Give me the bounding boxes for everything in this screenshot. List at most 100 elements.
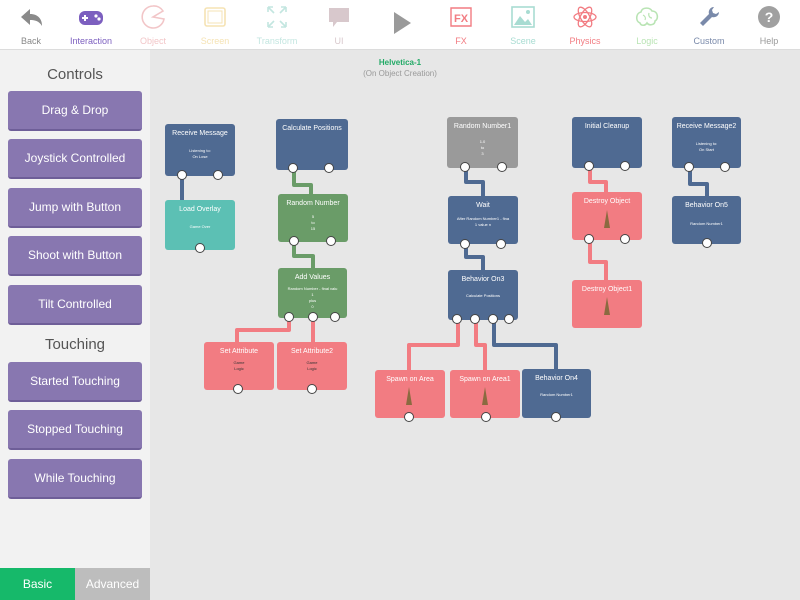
behavior-on4-block[interactable]: Behavior On4 Random Number1	[522, 369, 591, 422]
basic-tab[interactable]: Basic	[0, 568, 75, 600]
receive-message2-block[interactable]: Receive Message2 Listening to: On Start	[672, 117, 741, 172]
output-port[interactable]	[504, 314, 514, 324]
output-port[interactable]	[620, 234, 630, 244]
jump-with-button-button[interactable]: Jump with Button	[8, 188, 142, 228]
output-port[interactable]	[195, 243, 205, 253]
toolbar-label: Scene	[510, 36, 536, 46]
advanced-tab[interactable]: Advanced	[75, 568, 150, 600]
toolbar-screen-button[interactable]: Screen	[184, 0, 246, 50]
shoot-with-button-button[interactable]: Shoot with Button	[8, 236, 142, 276]
top-toolbar: Back Interaction Object Screen Transform…	[0, 0, 800, 50]
block-title: Set Attribute2	[290, 348, 334, 355]
output-port[interactable]	[308, 312, 318, 322]
trigger-port[interactable]	[684, 162, 694, 172]
started-touching-button[interactable]: Started Touching	[8, 362, 142, 402]
trigger-port[interactable]	[177, 170, 187, 180]
load-overlay-block[interactable]: Load Overlay Game Over	[165, 200, 235, 253]
toolbar-label: Interaction	[69, 36, 113, 46]
gamepad-icon	[79, 11, 103, 25]
touching-section-title: Touching	[44, 336, 106, 353]
canvas-subtitle: (On Object Creation)	[363, 69, 437, 78]
output-port[interactable]	[324, 163, 334, 173]
output-port[interactable]	[213, 170, 223, 180]
destroy-object-block[interactable]: Destroy Object	[572, 192, 642, 244]
receive-message-block[interactable]: Receive Message Listening to: On Lose	[165, 124, 235, 180]
block-title: Behavior On3	[461, 276, 505, 283]
toolbar-help-button[interactable]: ? Help	[738, 0, 800, 50]
output-port[interactable]	[496, 239, 506, 249]
block-description: After Random Number1 - fina 1 value n	[456, 216, 510, 227]
behavior-sidebar: Controls Drag & Drop Joystick Controlled…	[0, 50, 150, 600]
random-number1-block[interactable]: Random Number1 1.0 to 3	[447, 117, 518, 172]
block-title: Behavior On5	[685, 202, 728, 209]
output-port[interactable]	[481, 412, 491, 422]
block-title: Load Overlay	[179, 206, 221, 213]
wrench-icon	[700, 7, 719, 26]
output-port[interactable]	[497, 162, 507, 172]
block-title: Set Attribute	[219, 348, 259, 355]
toolbar-play-button[interactable]	[370, 0, 432, 50]
output-port[interactable]	[470, 314, 480, 324]
toolbar-back-button[interactable]: Back	[0, 0, 62, 50]
behavior-on5-block[interactable]: Behavior On5 Random Number1	[672, 196, 741, 248]
drag-drop-button[interactable]: Drag & Drop	[8, 91, 142, 131]
object-preview-icon	[406, 387, 412, 405]
block-description: Game Logic	[306, 360, 318, 371]
atom-icon	[573, 6, 597, 28]
destroy-object1-block[interactable]: Destroy Object1	[572, 280, 642, 328]
toolbar-ui-button[interactable]: UI	[308, 0, 370, 50]
toolbar-physics-button[interactable]: Physics	[554, 0, 616, 50]
output-port[interactable]	[620, 161, 630, 171]
initial-cleanup-block[interactable]: Initial Cleanup	[572, 117, 642, 171]
svg-text:?: ?	[765, 9, 774, 25]
output-port[interactable]	[233, 384, 243, 394]
output-port[interactable]	[702, 238, 712, 248]
spawn-on-area-block[interactable]: Spawn on Area	[375, 370, 445, 422]
while-touching-button[interactable]: While Touching	[8, 459, 142, 499]
block-title: Spawn on Area	[386, 376, 434, 383]
toolbar-scene-button[interactable]: Scene	[492, 0, 554, 50]
toolbar-logic-button[interactable]: Logic	[616, 0, 678, 50]
output-port[interactable]	[307, 384, 317, 394]
behavior-on3-block[interactable]: Behavior On3 Calculate Positions	[448, 270, 518, 324]
joystick-controlled-button[interactable]: Joystick Controlled	[8, 139, 142, 179]
toolbar-label: Physics	[569, 36, 601, 46]
toolbar-label: Object	[139, 36, 166, 46]
tilt-controlled-button[interactable]: Tilt Controlled	[8, 285, 142, 325]
set-attribute2-block[interactable]: Set Attribute2 Game Logic	[277, 342, 347, 394]
output-port[interactable]	[551, 412, 561, 422]
block-description: 1.0 to 3	[479, 139, 486, 156]
block-title: Destroy Object	[583, 198, 631, 205]
calculate-positions-block[interactable]: Calculate Positions	[276, 119, 348, 173]
output-port[interactable]	[404, 412, 414, 422]
block-description: Game Over	[189, 224, 211, 229]
help-icon: ?	[758, 6, 780, 28]
output-port[interactable]	[584, 234, 594, 244]
toolbar-object-button[interactable]: Object	[122, 0, 184, 50]
output-port[interactable]	[584, 161, 594, 171]
wait-block[interactable]: Wait After Random Number1 - fina 1 value…	[448, 196, 518, 249]
output-port[interactable]	[289, 236, 299, 246]
back-arrow-icon	[21, 9, 42, 26]
output-port[interactable]	[326, 236, 336, 246]
block-title: Receive Message2	[676, 123, 737, 130]
output-port[interactable]	[330, 312, 340, 322]
add-values-block[interactable]: Add Values Random Number - final valu 1 …	[278, 268, 347, 322]
toolbar-interaction-button[interactable]: Interaction	[60, 0, 122, 50]
toolbar-transform-button[interactable]: Transform	[246, 0, 308, 50]
output-port[interactable]	[288, 163, 298, 173]
output-port[interactable]	[284, 312, 294, 322]
output-port[interactable]	[720, 162, 730, 172]
output-port[interactable]	[488, 314, 498, 324]
toolbar-custom-button[interactable]: Custom	[678, 0, 740, 50]
set-attribute-block[interactable]: Set Attribute Game Logic	[204, 342, 274, 394]
canvas-title: Helvetica-1	[378, 58, 422, 67]
toolbar-fx-button[interactable]: FX FX	[430, 0, 492, 50]
output-port[interactable]	[460, 162, 470, 172]
timer-port[interactable]	[460, 239, 470, 249]
random-number-block[interactable]: Random Number 5 to 15	[278, 194, 348, 246]
output-port[interactable]	[452, 314, 462, 324]
toolbar-label: Screen	[200, 36, 230, 46]
spawn-on-area1-block[interactable]: Spawn on Area1	[450, 370, 520, 422]
stopped-touching-button[interactable]: Stopped Touching	[8, 410, 142, 450]
